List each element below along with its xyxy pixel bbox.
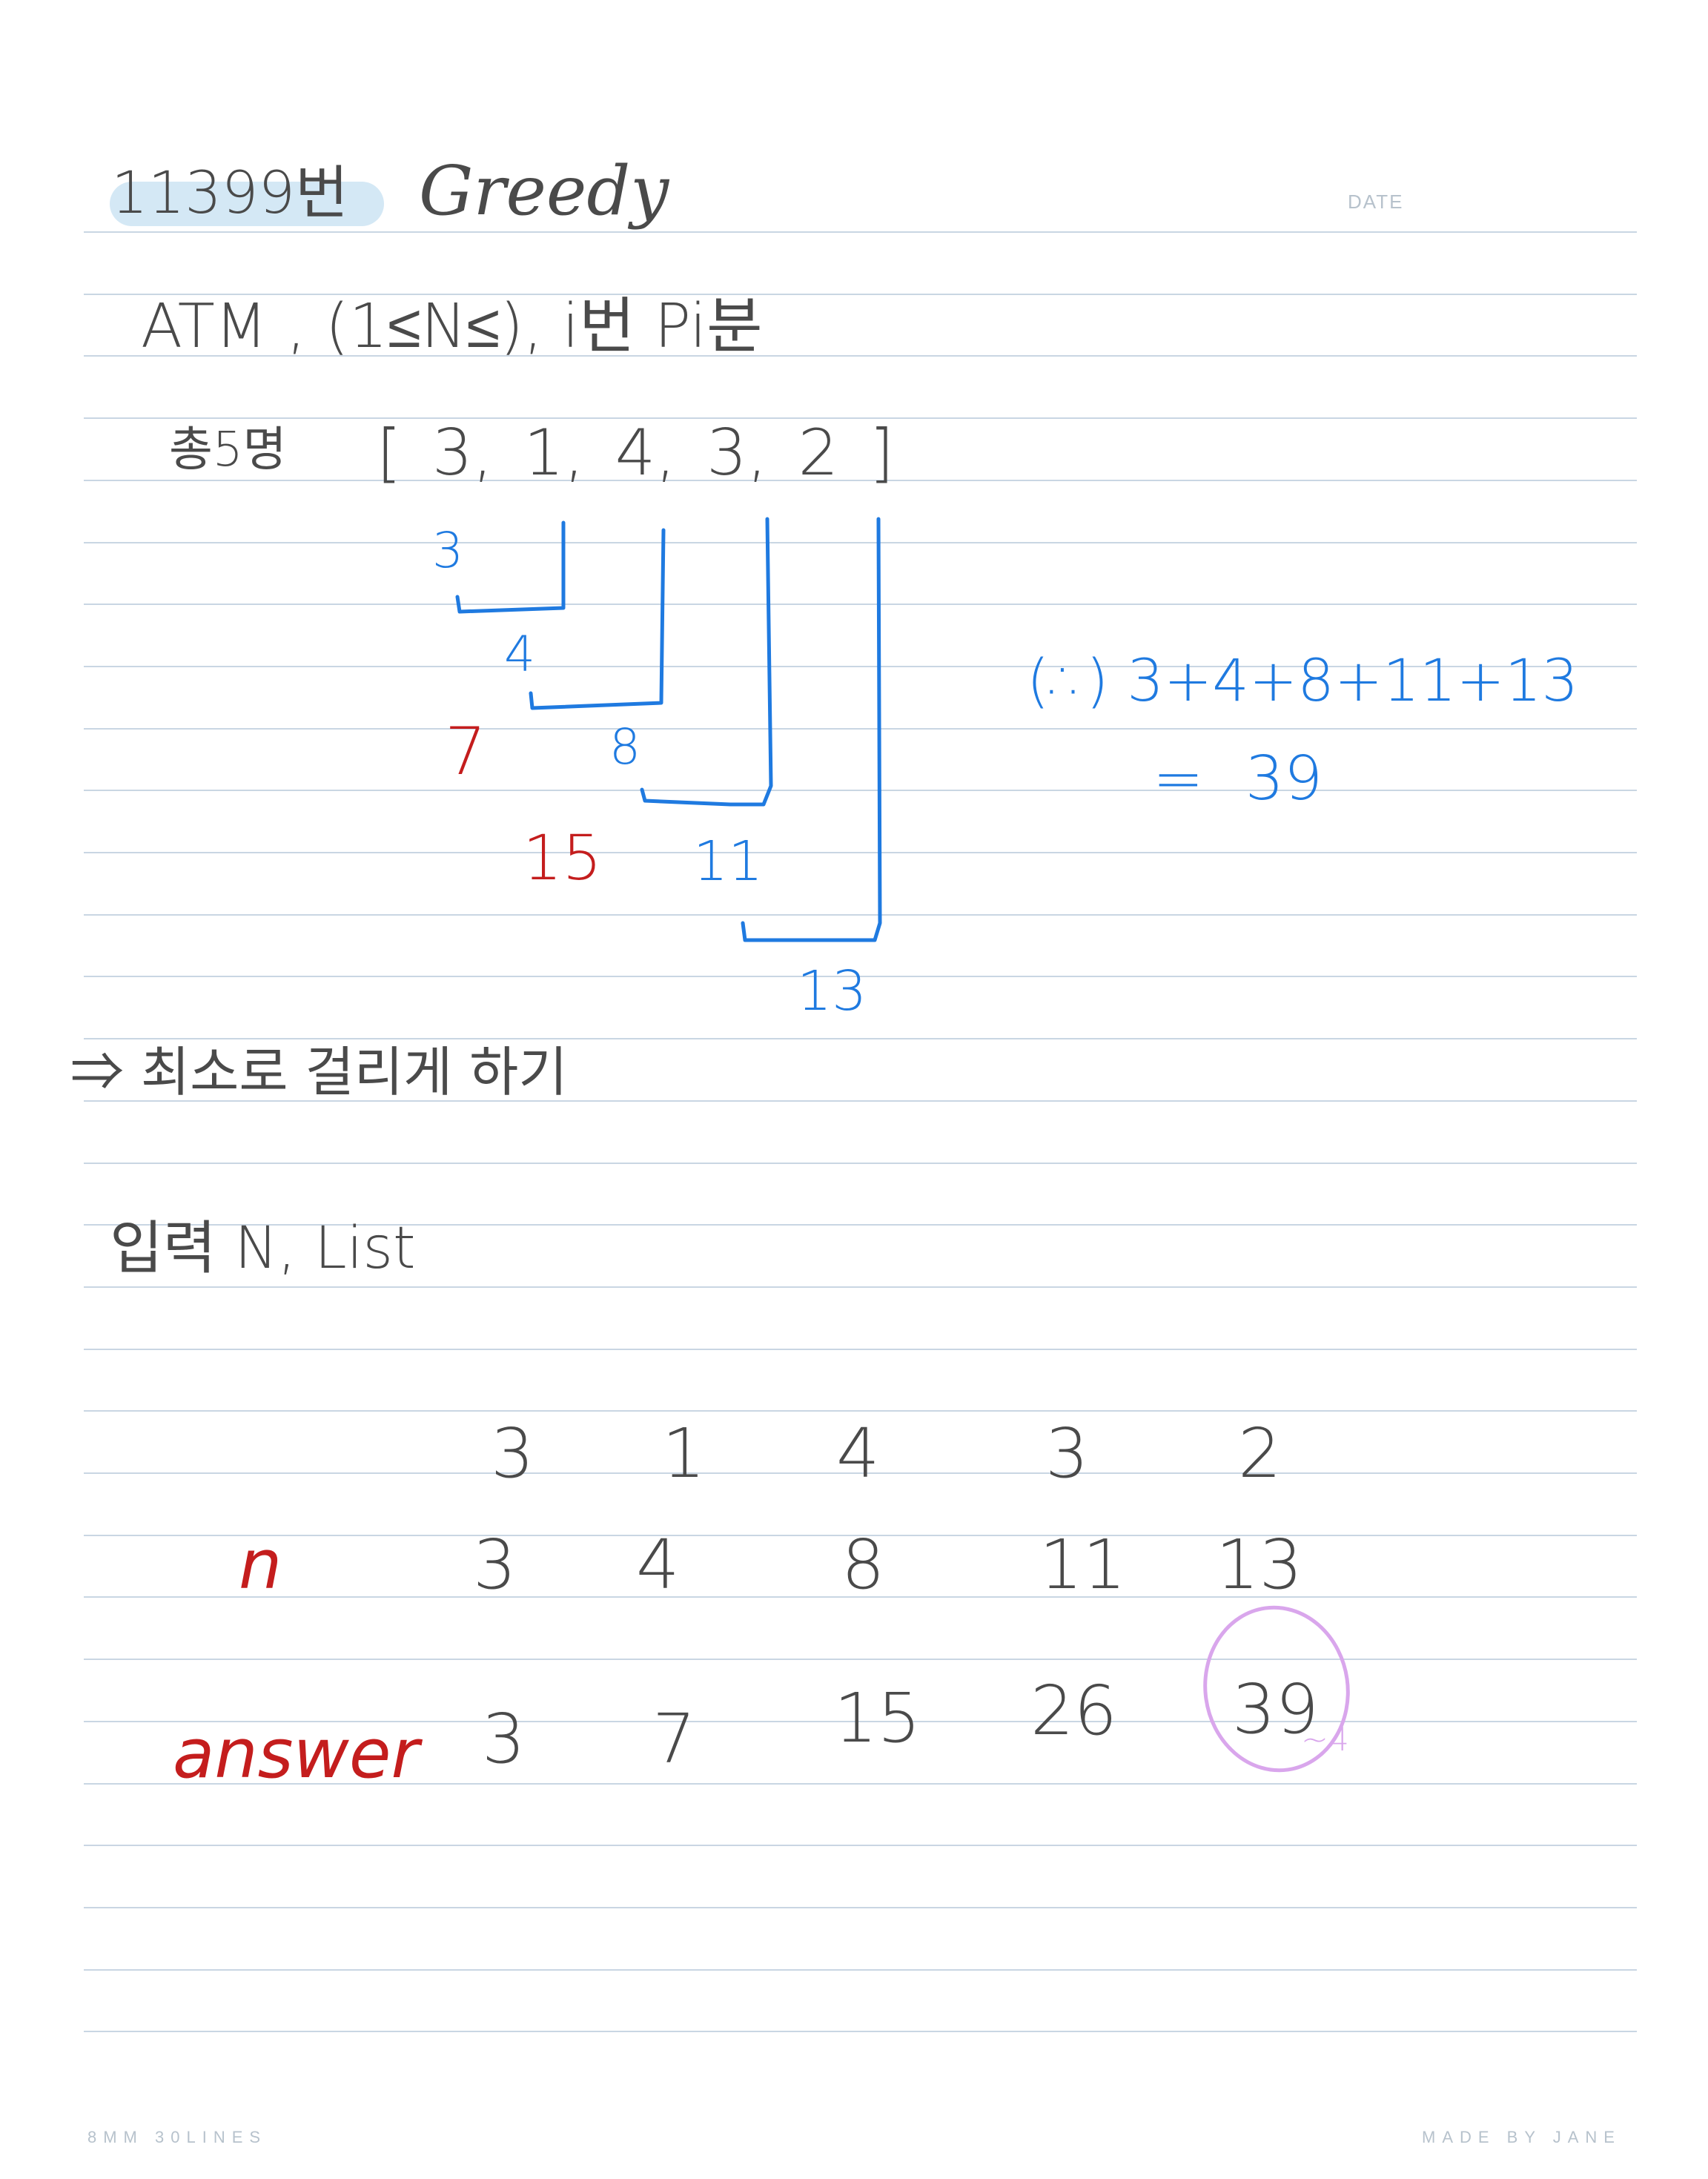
answer-cell: 39 — [1232, 1670, 1320, 1749]
footer-right: MADE BY JANE — [1422, 2128, 1621, 2146]
ruled-line — [84, 1969, 1637, 1971]
ruled-line — [84, 1100, 1637, 1102]
circle-note: ~4 — [1301, 1721, 1349, 1759]
answer-cell: 26 — [1030, 1671, 1118, 1750]
sum-expression: (∴) 3+4+8+11+13 — [1027, 648, 1579, 715]
people-count: 총5명 — [169, 423, 287, 477]
bracket-4 — [741, 517, 882, 942]
final-answer-circle — [1203, 1605, 1350, 1773]
n-cell: 11 — [1039, 1525, 1127, 1604]
ruled-line — [84, 231, 1637, 233]
bracket-1 — [455, 520, 566, 614]
ruled-line — [84, 1349, 1637, 1350]
date-label: DATE — [1348, 191, 1404, 213]
ruled-line — [84, 1907, 1637, 1908]
input-description: 입력 N, List — [110, 1215, 416, 1282]
ruled-line — [84, 728, 1637, 730]
title-word: Greedy — [419, 151, 669, 231]
ruled-line — [84, 1224, 1637, 1226]
sum-result: = 39 — [1153, 744, 1323, 814]
time-list: [ 3, 1, 4, 3, 2 ] — [377, 416, 895, 490]
diagram-value: 15 — [523, 821, 602, 894]
ruled-line — [84, 542, 1637, 543]
n-cell: 13 — [1216, 1525, 1303, 1604]
conclusion: ⇒ 최소로 걸리게 하기 — [70, 1041, 568, 1103]
list-cell: 2 — [1238, 1414, 1282, 1493]
diagram-value: 4 — [504, 626, 535, 683]
diagram-value: 3 — [432, 522, 463, 579]
list-cell: 3 — [491, 1414, 534, 1493]
ruled-line — [84, 355, 1637, 357]
n-cell: 4 — [636, 1525, 680, 1604]
diagram-value: 13 — [797, 959, 867, 1023]
list-cell: 1 — [662, 1414, 706, 1493]
ruled-line — [84, 976, 1637, 977]
title-number: 11399번 — [111, 160, 348, 227]
ruled-line — [84, 1659, 1637, 1660]
ruled-line — [84, 1472, 1637, 1474]
ruled-line — [84, 1721, 1637, 1722]
ruled-line — [84, 852, 1637, 853]
title-highlight — [110, 182, 384, 226]
ruled-line — [84, 1535, 1637, 1536]
ruled-line — [84, 417, 1637, 419]
ruled-line — [84, 294, 1637, 295]
ruled-line — [84, 1596, 1637, 1598]
ruled-line — [84, 1286, 1637, 1288]
ruled-line — [84, 790, 1637, 791]
bracket-3 — [640, 517, 773, 807]
ruled-line — [84, 480, 1637, 481]
list-cell: 4 — [836, 1414, 880, 1493]
diagram-value: 7 — [445, 713, 486, 790]
ruled-line — [84, 1038, 1637, 1039]
n-cell: 3 — [473, 1525, 517, 1604]
problem-description: ATM , (1≤N≤), i번 Pi분 — [141, 291, 763, 362]
diagram-value: 8 — [609, 718, 640, 776]
diagram-value: 11 — [693, 830, 764, 893]
ruled-line — [84, 1163, 1637, 1164]
answer-row-label: answer — [173, 1714, 420, 1793]
ruled-line — [84, 2031, 1637, 2032]
ruled-line — [84, 604, 1637, 605]
ruled-line — [84, 914, 1637, 916]
answer-cell: 3 — [482, 1699, 526, 1779]
answer-cell: 7 — [652, 1699, 696, 1779]
ruled-line — [84, 1410, 1637, 1412]
footer-left: 8MM 30LINES — [87, 2128, 268, 2146]
bracket-2 — [529, 528, 666, 710]
n-row-label: n — [239, 1525, 282, 1604]
answer-cell: 15 — [834, 1679, 921, 1758]
list-cell: 3 — [1045, 1414, 1089, 1493]
ruled-line — [84, 666, 1637, 667]
n-cell: 8 — [841, 1525, 885, 1604]
ruled-line — [84, 1783, 1637, 1785]
ruled-line — [84, 1845, 1637, 1846]
